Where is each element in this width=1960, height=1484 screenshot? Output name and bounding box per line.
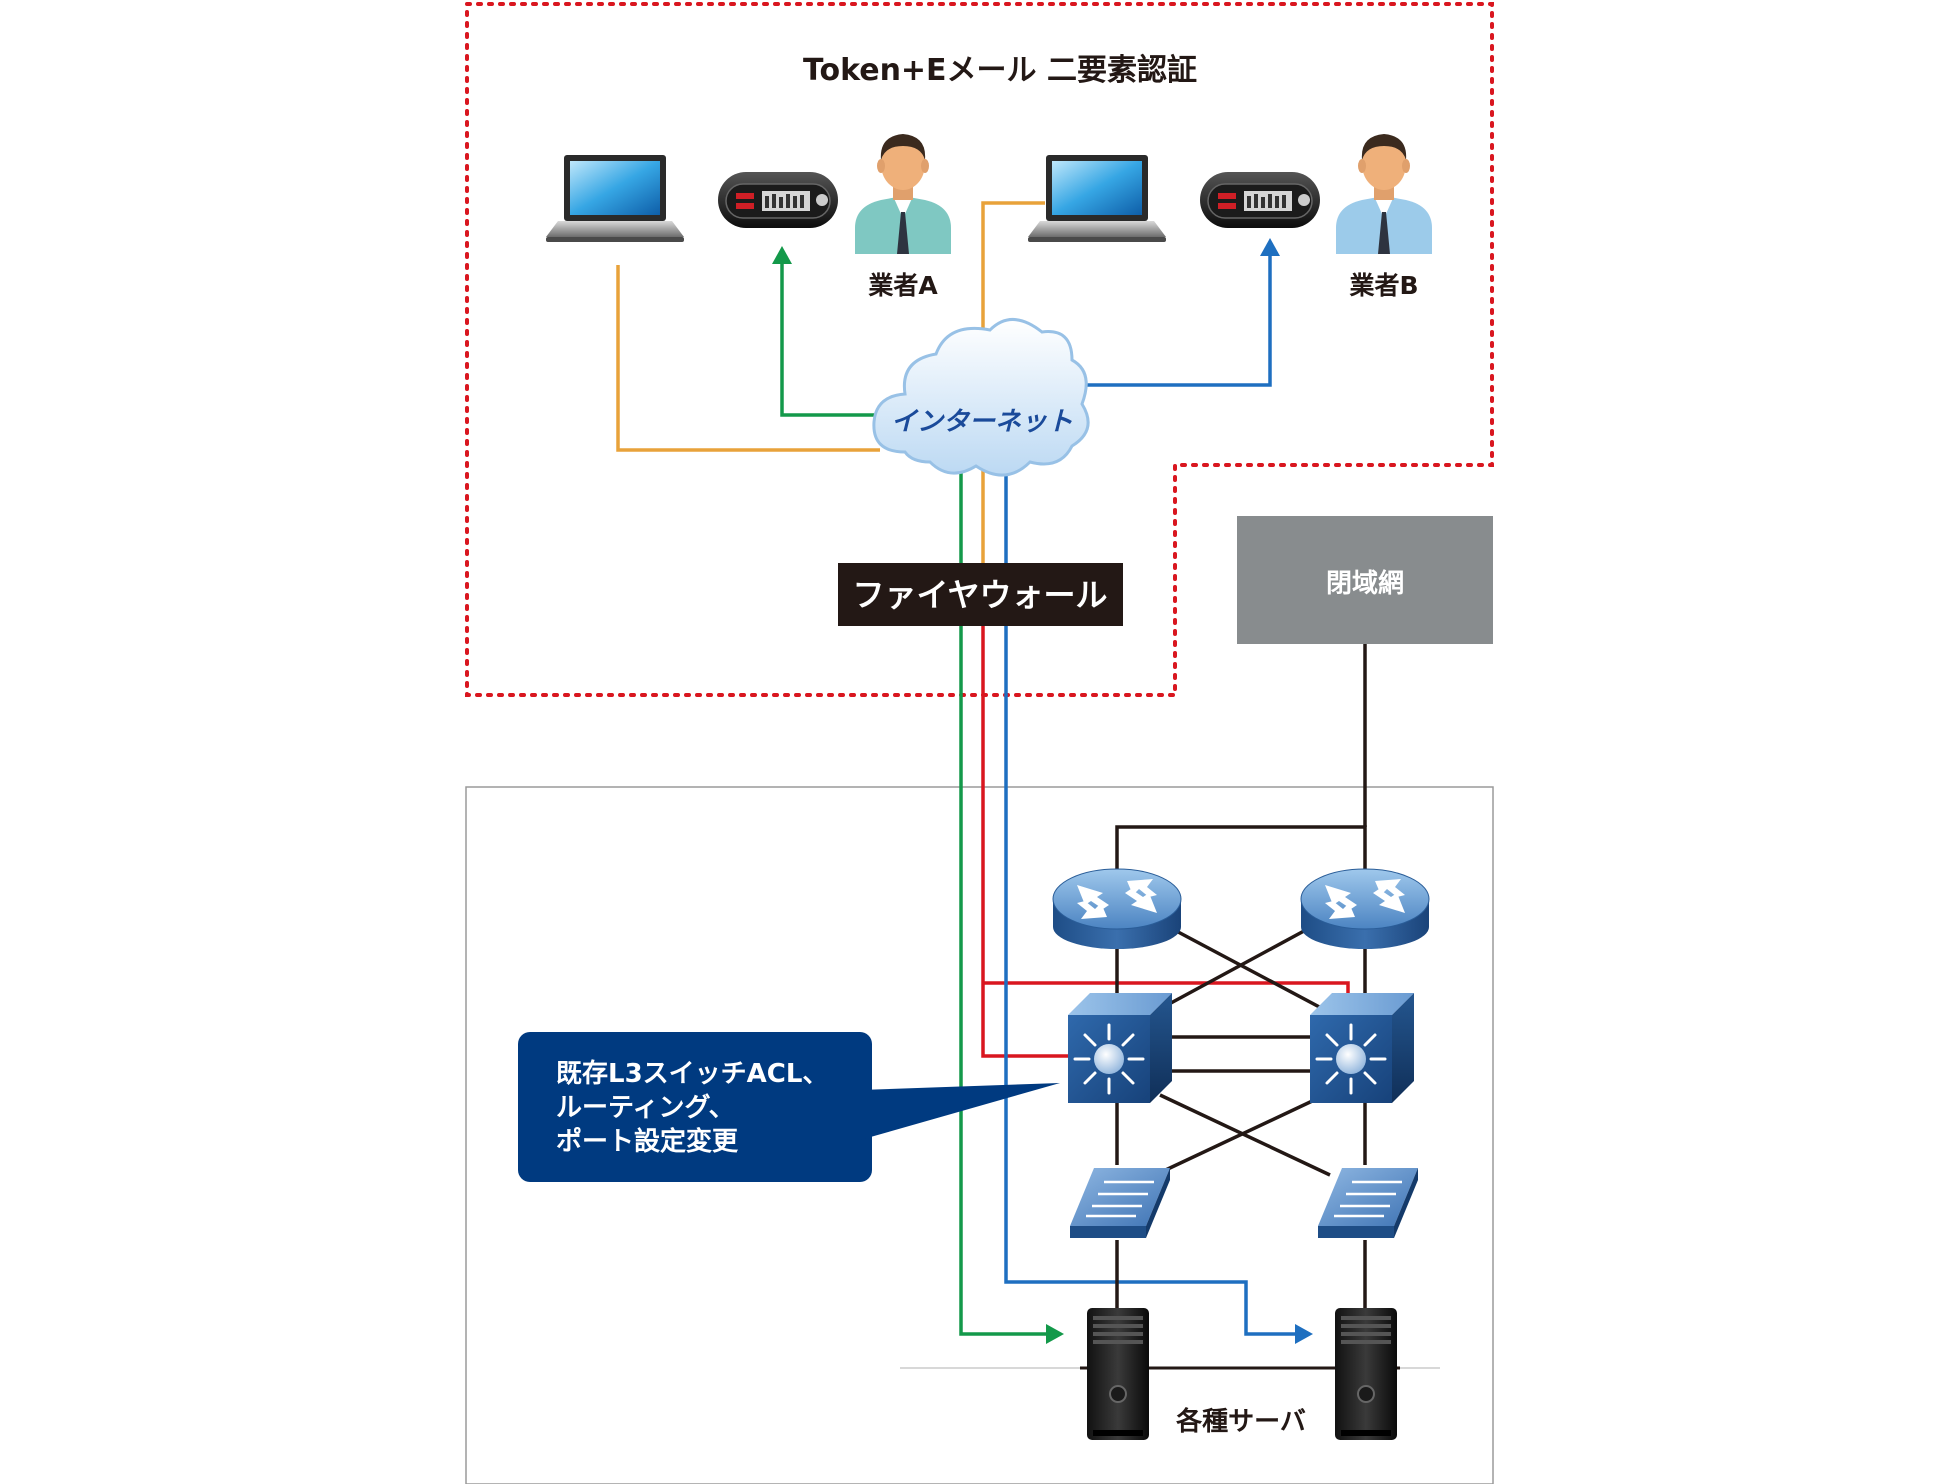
callout-line-2: ルーティング、 — [556, 1093, 735, 1123]
servers-label: 各種サーバ — [1175, 1406, 1306, 1437]
connection-line-orange — [981, 201, 1045, 360]
token-device-icon — [1200, 172, 1320, 228]
closed-network-label: 閉域網 — [1326, 568, 1404, 599]
arrow-up-icon — [772, 246, 792, 264]
cloud-label: インターネット — [891, 407, 1073, 437]
callout-line-1: 既存L3スイッチACL、 — [556, 1059, 828, 1089]
internal-network-border — [465, 786, 1494, 1484]
firewall-label: ファイヤウォール — [852, 576, 1107, 614]
person-icon — [1336, 134, 1432, 254]
l3-switch-icon — [1068, 993, 1172, 1103]
diagram-title: Token+Eメール 二要素認証 — [803, 53, 1197, 88]
vendor-b-label: 業者B — [1349, 271, 1418, 300]
connection-line-blue — [1004, 470, 1297, 1336]
person-icon — [855, 134, 951, 254]
arrow-right-icon — [1046, 1324, 1064, 1344]
internet-zone-border — [465, 2, 1494, 697]
token-device-icon — [718, 172, 838, 228]
server-icon — [1087, 1308, 1149, 1440]
l2-switch-icon — [1070, 1168, 1170, 1238]
cloud-icon — [872, 318, 1090, 477]
server-icon — [1335, 1308, 1397, 1440]
vendor-a-label: 業者A — [868, 271, 938, 300]
laptop-icon — [1028, 155, 1166, 242]
l2-switch-icon — [1318, 1168, 1418, 1238]
firewall-box — [838, 563, 1123, 626]
connection-line-green — [959, 470, 1048, 1336]
callout-bubble — [518, 1032, 1060, 1182]
router-icon — [1052, 868, 1182, 949]
router-icon — [1300, 868, 1430, 949]
arrow-up-icon — [1260, 238, 1280, 256]
callout-line-3: ポート設定変更 — [556, 1126, 739, 1157]
laptop-icon — [546, 155, 684, 242]
connection-line-orange — [616, 265, 880, 452]
connection-line-red — [981, 600, 1075, 1058]
arrow-right-icon — [1295, 1324, 1313, 1344]
l3-switch-icon — [1310, 993, 1414, 1103]
closed-network-box — [1237, 516, 1493, 644]
connection-line-green — [780, 262, 880, 417]
connection-line-blue — [1030, 254, 1272, 387]
